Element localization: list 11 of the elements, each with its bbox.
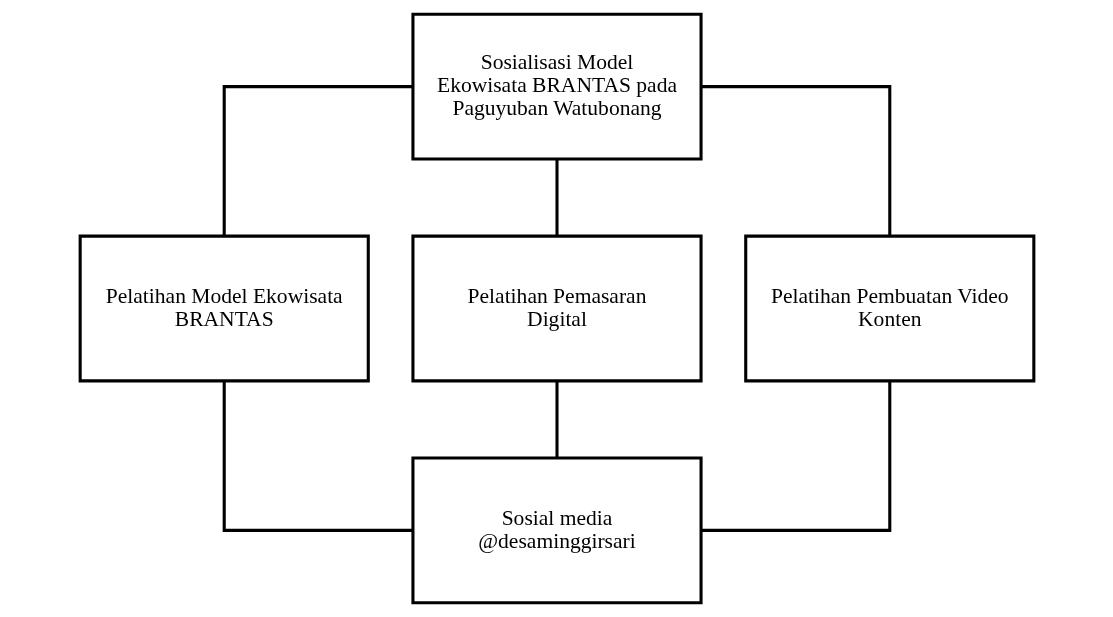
node-box: Pelatihan Pembuatan Video Konten xyxy=(743,234,1035,383)
connector xyxy=(701,85,891,236)
connector xyxy=(701,381,891,532)
connector xyxy=(554,381,559,458)
connector xyxy=(554,159,559,236)
connector xyxy=(222,85,412,236)
node-box: Pelatihan Model Ekowisata BRANTAS xyxy=(78,234,370,383)
connector xyxy=(222,381,412,532)
node-box: Pelatihan Pemasaran Digital xyxy=(410,234,703,383)
node-box: Sosial media @desaminggirsari xyxy=(410,456,703,605)
node-box: Sosialisasi Model Ekowisata BRANTAS pada Paguyuban Watubonang xyxy=(410,12,703,161)
